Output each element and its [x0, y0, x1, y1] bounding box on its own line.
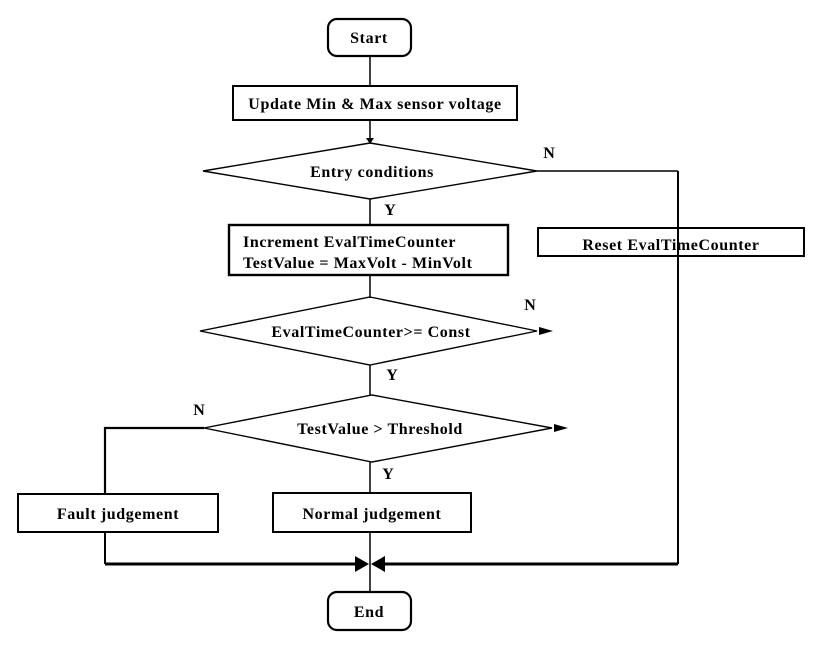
- fault-label: Fault judgement: [57, 506, 179, 523]
- update-label: Update Min & Max sensor voltage: [248, 96, 501, 113]
- arrowhead-entry-top: [366, 138, 374, 144]
- evalcounter-no-stub-arrowhead: [539, 327, 553, 335]
- test-value-no-label: N: [193, 402, 205, 419]
- increment-label-line1: Increment EvalTimeCounter: [243, 234, 456, 251]
- eval-counter-label: EvalTimeCounter>= Const: [271, 324, 470, 341]
- entry-conditions-label: Entry conditions: [310, 164, 434, 181]
- eval-counter-yes-label: Y: [386, 367, 398, 384]
- increment-label-line2: TestValue = MaxVolt - MinVolt: [243, 255, 473, 272]
- entry-no-label: N: [543, 145, 555, 162]
- normal-label: Normal judgement: [303, 506, 442, 523]
- update-process-node: [232, 85, 518, 121]
- normal-process-node: [272, 492, 472, 533]
- entry-yes-label: Y: [384, 202, 396, 219]
- start-label: Start: [350, 30, 388, 47]
- end-label: End: [354, 604, 384, 621]
- test-value-yes-label: Y: [382, 466, 394, 483]
- connector-testvalue-no-to-fault: [103, 426, 204, 494]
- increment-process-node: [227, 223, 510, 277]
- testvalue-no-stub-arrowhead: [554, 424, 568, 432]
- fault-process-node: [17, 493, 219, 533]
- reset-label: Reset EvalTimeCounter: [582, 237, 759, 254]
- junction-arrowhead-left: [355, 556, 369, 572]
- reset-process-node: [537, 227, 805, 257]
- test-value-decision: [203, 394, 553, 463]
- eval-counter-no-label: N: [524, 297, 536, 314]
- junction-arrowhead-right: [371, 556, 385, 572]
- test-value-label: TestValue > Threshold: [297, 421, 463, 438]
